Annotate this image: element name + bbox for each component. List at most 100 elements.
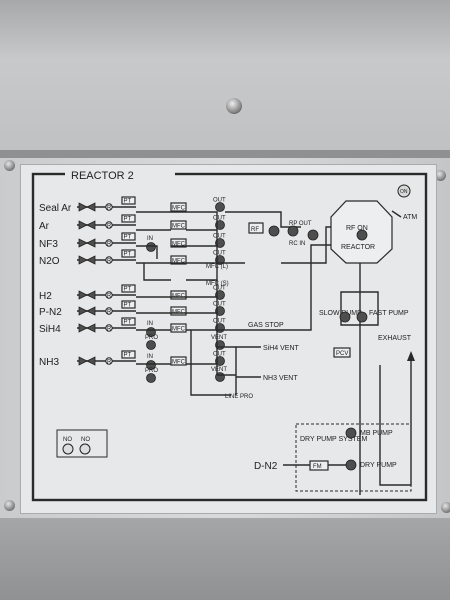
pressure-gauge-label: PT <box>124 217 132 223</box>
rp-out-valve <box>287 225 299 237</box>
on-lamp <box>397 184 411 198</box>
mfc-label: MFC <box>172 242 186 248</box>
in-valve <box>146 360 156 370</box>
line-pro-label: LINE PRO <box>225 394 253 400</box>
cabinet-panel-bottom <box>0 518 450 600</box>
slow-pump-valve <box>339 311 351 323</box>
pro-label: PRO <box>145 335 158 341</box>
gas-valve-icon <box>78 290 88 300</box>
gas-valve-icon <box>78 356 88 366</box>
pressure-gauge-box <box>121 284 136 293</box>
gas-valve-icon <box>78 255 88 265</box>
regulator-label: R <box>107 360 112 366</box>
dry-pump-label: DRY PUMP <box>360 462 397 469</box>
slow-pump-label: SLOW PUMP <box>319 310 362 317</box>
out-valve <box>215 290 225 300</box>
vent-lines <box>236 346 261 378</box>
dry-pump-system-box <box>295 423 412 492</box>
rf-label: RF <box>251 227 259 233</box>
mfc-box <box>170 323 187 333</box>
rf-box <box>248 222 264 234</box>
on-lamp-label: ON <box>400 189 408 195</box>
regulator-icon <box>105 357 113 365</box>
out-label: OUT <box>213 302 226 308</box>
pressure-gauge-label: PT <box>124 287 132 293</box>
mfc-box <box>170 356 187 366</box>
mfc-label: MFC <box>172 360 186 366</box>
pressure-gauge-label: PT <box>124 303 132 309</box>
rf-valve <box>268 225 280 237</box>
out-valve <box>215 306 225 316</box>
out-label: OUT <box>213 198 226 204</box>
gas-line-label: N2O <box>39 256 60 267</box>
out-valve <box>215 220 225 230</box>
exhaust-label: EXHAUST <box>378 335 412 342</box>
out-label: OUT <box>213 234 226 240</box>
pressure-gauge-label: PT <box>124 353 132 359</box>
fm-label: FM <box>313 464 322 470</box>
mfc-box <box>170 290 187 300</box>
out-label: OUT <box>213 352 226 358</box>
rc-in-label: RC IN <box>289 241 305 247</box>
out-valve <box>215 238 225 248</box>
exhaust-arrow-icon <box>407 351 415 361</box>
exhaust-out <box>379 359 412 486</box>
out-label: OUT <box>213 286 226 292</box>
panel-knob[interactable] <box>226 98 242 114</box>
manifold-line <box>136 296 217 314</box>
regulator-icon <box>105 239 113 247</box>
fast-pump-valve <box>356 311 368 323</box>
pro-label: PRO <box>145 368 158 374</box>
mfc-label: MFC <box>172 259 186 265</box>
pressure-gauge-label: PT <box>124 199 132 205</box>
gas-line-label: NH3 <box>39 357 59 368</box>
regulator-icon <box>105 291 113 299</box>
mfc-box <box>170 255 187 265</box>
gas-valve-icon <box>78 220 88 230</box>
regulator-icon <box>105 324 113 332</box>
screw-icon <box>441 502 450 513</box>
pressure-gauge-box <box>121 214 136 223</box>
reactor-label: REACTOR <box>341 244 375 251</box>
gas-valve-icon <box>78 306 88 316</box>
pro-line <box>190 330 231 396</box>
manifold-line <box>136 262 217 281</box>
mfc-box <box>170 202 187 212</box>
pressure-gauge-label: PT <box>124 252 132 258</box>
atm-line <box>391 210 402 218</box>
panel-title: REACTOR 2 <box>71 170 134 182</box>
gas-valve-icon <box>86 356 96 366</box>
regulator-label: R <box>107 206 112 212</box>
screw-icon <box>4 500 15 511</box>
in-label: IN <box>147 236 153 242</box>
indicator-1-label: NO <box>63 437 72 443</box>
in-valve <box>146 242 156 252</box>
regulator-label: R <box>107 224 112 230</box>
screw-icon <box>435 170 446 181</box>
gas-stop-label: GAS STOP <box>248 322 284 329</box>
gas-valve-icon <box>86 255 96 265</box>
pro-valve <box>146 373 156 383</box>
vent-label: VENT <box>211 367 227 373</box>
pro-valve <box>146 340 156 350</box>
pressure-gauge-box <box>121 350 136 359</box>
mfc-label: MFC <box>172 327 186 333</box>
pressure-gauge-box <box>121 300 136 309</box>
gas-valve-icon <box>78 238 88 248</box>
sih4-vent-label: SiH4 VENT <box>263 345 300 352</box>
nh3-vent-label: NH3 VENT <box>263 375 298 382</box>
dn2-label: D-N2 <box>254 461 278 472</box>
mb-pump-valve <box>345 427 357 439</box>
dry-pump-valve <box>345 459 357 471</box>
out-label: OUT <box>213 216 226 222</box>
rf-on-lamp <box>356 229 368 241</box>
regulator-icon <box>105 256 113 264</box>
atm-label: ATM <box>403 214 417 221</box>
gas-line-label: SiH4 <box>39 324 61 335</box>
regulator-icon <box>105 307 113 315</box>
manifold-line <box>136 245 217 259</box>
vent-label: VENT <box>211 335 227 341</box>
